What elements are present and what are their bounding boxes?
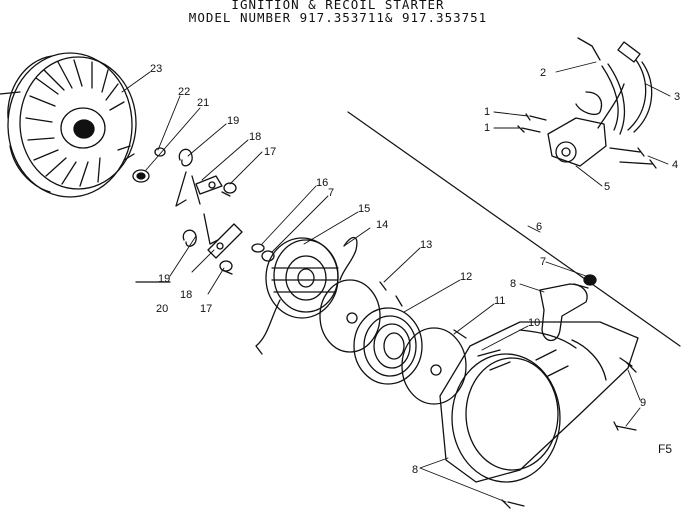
callout-21: 21 bbox=[197, 97, 209, 109]
flywheel bbox=[0, 52, 137, 198]
recoil-spring bbox=[353, 295, 423, 385]
rope-knot bbox=[583, 274, 597, 286]
callout-1: 1 bbox=[484, 106, 490, 118]
callout-7-handle: 7 bbox=[540, 256, 546, 268]
pawl-upper bbox=[195, 175, 223, 195]
pawl-lower bbox=[207, 223, 243, 259]
callout-17-lower: 17 bbox=[200, 303, 212, 315]
pawl-screw-upper bbox=[221, 182, 237, 197]
housing-screws bbox=[501, 357, 637, 509]
pawl-screw-lower bbox=[219, 260, 233, 275]
callout-11: 11 bbox=[494, 295, 505, 307]
callout-8: 8 bbox=[510, 278, 516, 290]
callout-19: 19 bbox=[227, 115, 239, 127]
pawl-spring-upper bbox=[175, 148, 201, 207]
module-screws bbox=[517, 113, 547, 133]
pawl-spring-lower bbox=[182, 213, 219, 247]
spring-cover-disk bbox=[319, 279, 387, 353]
callout-19-lower: 19 bbox=[158, 273, 170, 285]
figure-code: F5 bbox=[658, 442, 672, 456]
ignition-wire bbox=[575, 37, 653, 135]
callout-22: 22 bbox=[178, 86, 190, 98]
washer bbox=[154, 147, 166, 157]
callout-6: 6 bbox=[536, 221, 542, 233]
model-number-line: MODEL NUMBER 917.353711& 917.353751 bbox=[188, 10, 488, 25]
starter-housing bbox=[439, 321, 639, 483]
callout-9: 9 bbox=[640, 397, 646, 409]
callout-12: 12 bbox=[460, 271, 472, 283]
callout-14: 14 bbox=[376, 219, 388, 231]
leader-lines bbox=[121, 61, 671, 503]
mounting-bolts bbox=[609, 147, 657, 169]
callout-16: 16 bbox=[316, 177, 328, 189]
starter-pulley bbox=[255, 237, 339, 355]
callout-4: 4 bbox=[672, 159, 678, 171]
callout-23: 23 bbox=[150, 63, 162, 75]
diagram-title: IGNITION & RECOIL STARTER bbox=[231, 0, 445, 12]
callout-18: 18 bbox=[249, 131, 261, 143]
callout-17: 17 bbox=[264, 146, 276, 158]
callout-20: 20 bbox=[156, 303, 168, 315]
spring-plate bbox=[401, 327, 467, 405]
callout-7: 7 bbox=[328, 187, 334, 199]
retainer-clip bbox=[251, 243, 275, 262]
flywheel-nut bbox=[132, 169, 150, 183]
callout-15: 15 bbox=[358, 203, 370, 215]
callout-1-second: 1 bbox=[484, 122, 490, 134]
callout-13: 13 bbox=[420, 239, 432, 251]
callout-3: 3 bbox=[674, 91, 680, 103]
callout-5: 5 bbox=[604, 181, 610, 193]
callout-10: 10 bbox=[528, 317, 540, 329]
starter-rope bbox=[339, 236, 358, 281]
callout-18-lower: 18 bbox=[180, 289, 192, 301]
assembly-bracket-line bbox=[347, 111, 681, 347]
ignition-module bbox=[547, 83, 625, 167]
starter-handle bbox=[539, 283, 589, 342]
callout-8-lower: 8 bbox=[412, 464, 418, 476]
callout-2: 2 bbox=[540, 67, 546, 79]
